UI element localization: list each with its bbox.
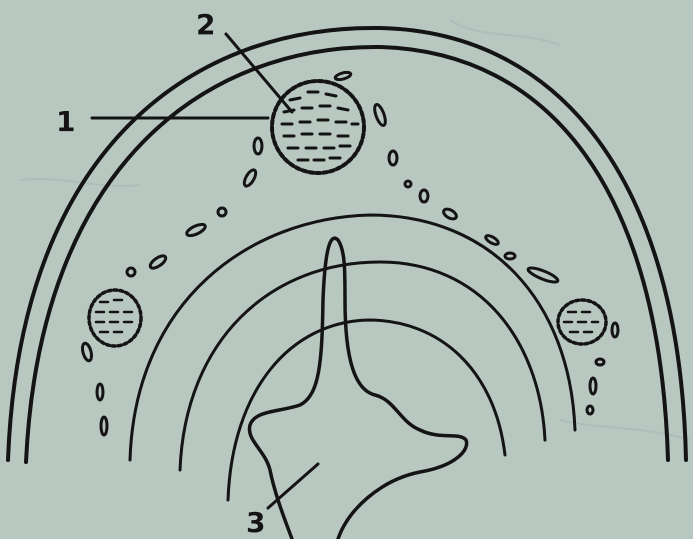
label-2: 2: [196, 8, 215, 41]
label-1: 1: [56, 105, 75, 138]
nucleus-large: [272, 81, 364, 173]
nucleus-right: [558, 300, 606, 344]
nucleus-left: [89, 290, 141, 346]
inner-arc-2: [180, 262, 545, 470]
label-3: 3: [246, 506, 265, 539]
